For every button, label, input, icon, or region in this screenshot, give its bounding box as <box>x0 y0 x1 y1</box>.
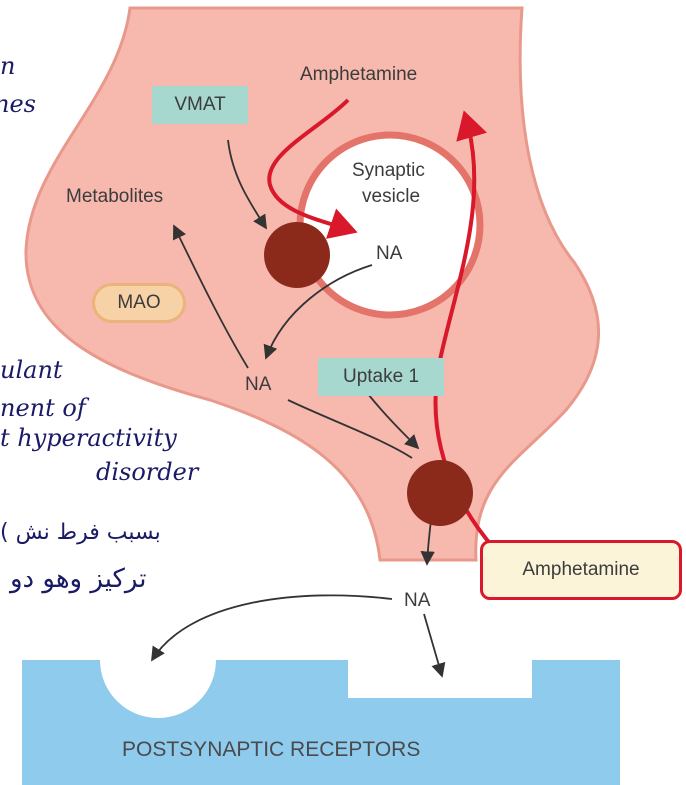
handwritten-note-line6: disorder <box>96 458 198 486</box>
uptake1-transporter <box>407 460 473 526</box>
synaptic-vesicle-label-line1: Synaptic <box>352 160 425 182</box>
cleft-to-receptor-arrow-left <box>152 595 392 660</box>
vmat-label: VMAT <box>174 94 225 116</box>
na-cytoplasm-label: NA <box>245 374 271 396</box>
mao-label: MAO <box>117 292 160 314</box>
postsynaptic-receptors-label: POSTSYNAPTIC RECEPTORS <box>122 738 420 762</box>
postsynaptic-membrane <box>22 660 620 785</box>
na-cleft-label: NA <box>404 590 430 612</box>
handwritten-note-line8: تركيز وهو دو <box>10 564 147 594</box>
vmat-transporter <box>264 222 330 288</box>
handwritten-note-line7: ( بسبب فرط نش <box>0 520 161 545</box>
handwritten-note-line5: t hyperactivity <box>0 424 177 452</box>
uptake1-label: Uptake 1 <box>343 366 419 388</box>
amphetamine-box-label: Amphetamine <box>522 559 639 581</box>
uptake1-box: Uptake 1 <box>318 358 444 396</box>
amphetamine-top-label: Amphetamine <box>300 64 417 86</box>
metabolites-label: Metabolites <box>66 186 163 208</box>
handwritten-note-line2: nes <box>0 90 36 118</box>
mao-box: MAO <box>92 283 186 323</box>
na-vesicle-label: NA <box>376 243 402 265</box>
handwritten-note-line4: nent of <box>0 394 86 422</box>
handwritten-note-line1: n <box>0 52 15 80</box>
amphetamine-box: Amphetamine <box>480 540 682 600</box>
handwritten-note-line3: ulant <box>0 356 63 384</box>
vmat-box: VMAT <box>152 86 248 124</box>
synaptic-vesicle-label-line2: vesicle <box>362 186 420 208</box>
cleft-to-receptor-arrow-right <box>424 614 442 676</box>
